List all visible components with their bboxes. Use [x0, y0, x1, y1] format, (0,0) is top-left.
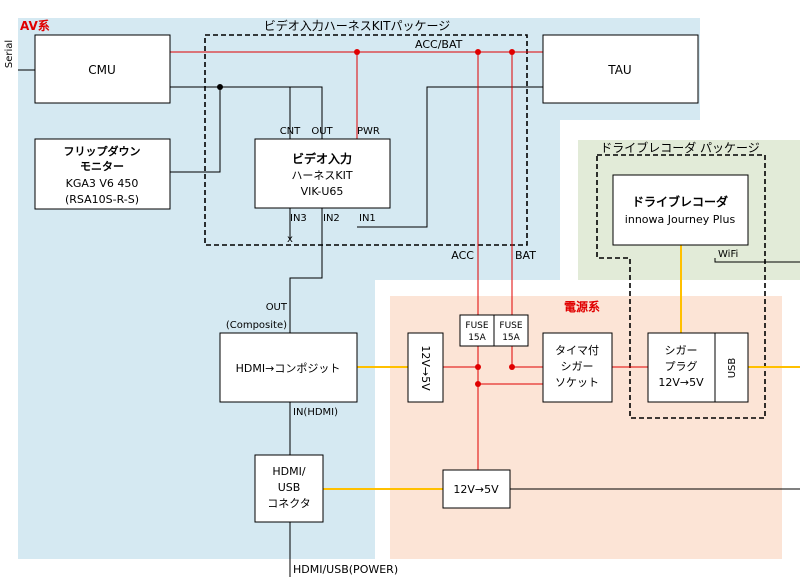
hdmi-composite-box: [219, 332, 358, 403]
fuse-acc-box: [459, 314, 495, 347]
hdmi-usb-label-3: コネクタ: [267, 497, 311, 510]
power-junction-dots: [354, 49, 515, 387]
cigar-plug-label-2: プラグ: [665, 359, 698, 373]
fuse-bat-label-1: FUSE: [499, 321, 522, 331]
fuse-acc-label-1: FUSE: [465, 321, 488, 331]
out-composite-label-2: (Composite): [226, 320, 287, 331]
monitor-label-3: KGA3 V6 450: [66, 177, 139, 190]
cigar-plug-box: [647, 332, 716, 403]
hdmi-usb-connector-box: [254, 454, 324, 523]
port-out: OUT: [311, 126, 333, 137]
fuse-acc-label-2: 15A: [468, 333, 486, 343]
cigar-plug-label-3: 12V→5V: [658, 376, 704, 389]
cigar-plug-label-1: シガー: [665, 344, 698, 357]
bat-label: BAT: [515, 249, 536, 262]
port-in1: IN1: [359, 213, 376, 224]
cmu-box: [34, 34, 171, 104]
recorder-package-label: ドライブレコーダ パッケージ: [600, 140, 760, 155]
kit-package-label: ビデオ入力ハーネスKITパッケージ: [264, 18, 451, 33]
fuse-bat-label-2: 15A: [502, 333, 520, 343]
monitor-label-1: フリップダウン: [64, 144, 141, 158]
vik-box: [254, 138, 391, 209]
cmu-junction-dot: [217, 84, 223, 90]
converter-vertical-label: 12V→5V: [419, 345, 432, 391]
port-cnt: CNT: [280, 126, 301, 137]
recorder-label-1: ドライブレコーダ: [632, 194, 728, 209]
converter-horizontal-box: [442, 469, 511, 509]
timer-socket-label-1: タイマ付: [555, 344, 599, 357]
recorder-box: [612, 174, 749, 246]
port-in2: IN2: [323, 213, 340, 224]
timer-socket-label-3: ソケット: [555, 376, 599, 389]
out-composite-label-1: OUT: [266, 302, 288, 313]
av-section-label: AV系: [20, 18, 50, 33]
vik-label-3: VIK-U65: [301, 185, 344, 198]
port-in3: IN3: [290, 213, 307, 224]
vik-label-1: ビデオ入力: [292, 151, 352, 166]
tau-box: [542, 34, 699, 104]
recorder-label-2: innowa Journey Plus: [625, 213, 736, 226]
usb-lines: [323, 245, 800, 490]
timer-socket-box: [542, 332, 613, 403]
av-region: [18, 18, 700, 559]
monitor-box: [34, 138, 171, 210]
timer-socket-label-2: シガー: [561, 360, 594, 373]
hdmi-usb-power-label: HDMI/USB(POWER): [293, 563, 398, 576]
hdmi-usb-label-2: USB: [278, 481, 301, 494]
usb-box: [714, 332, 749, 403]
in3-cut-mark: x: [287, 234, 293, 245]
serial-label: Serial: [4, 40, 15, 68]
vik-label-2: ハーネスKIT: [291, 169, 352, 182]
acc-label: ACC: [451, 249, 474, 262]
in-hdmi-label: IN(HDMI): [293, 407, 338, 418]
wifi-label: WiFi: [718, 249, 738, 260]
cmu-label: CMU: [88, 63, 116, 77]
monitor-label-2: モニター: [80, 160, 124, 173]
acc-bat-label: ACC/BAT: [415, 38, 463, 51]
usb-label: USB: [727, 358, 738, 379]
hdmi-usb-label-1: HDMI/: [272, 465, 305, 478]
recorder-package-boundary: [596, 154, 766, 419]
kit-package-boundary: [204, 34, 528, 246]
tau-label: TAU: [607, 63, 631, 77]
converter-vertical-box: [407, 332, 444, 403]
power-section-label: 電源系: [564, 299, 600, 314]
hdmi-composite-label: HDMI→コンポジット: [236, 362, 341, 375]
converter-horizontal-label: 12V→5V: [453, 483, 499, 496]
monitor-label-4: (RSA10S-R-S): [65, 193, 139, 206]
fuse-bat-box: [493, 314, 529, 347]
port-pwr: PWR: [357, 126, 380, 137]
